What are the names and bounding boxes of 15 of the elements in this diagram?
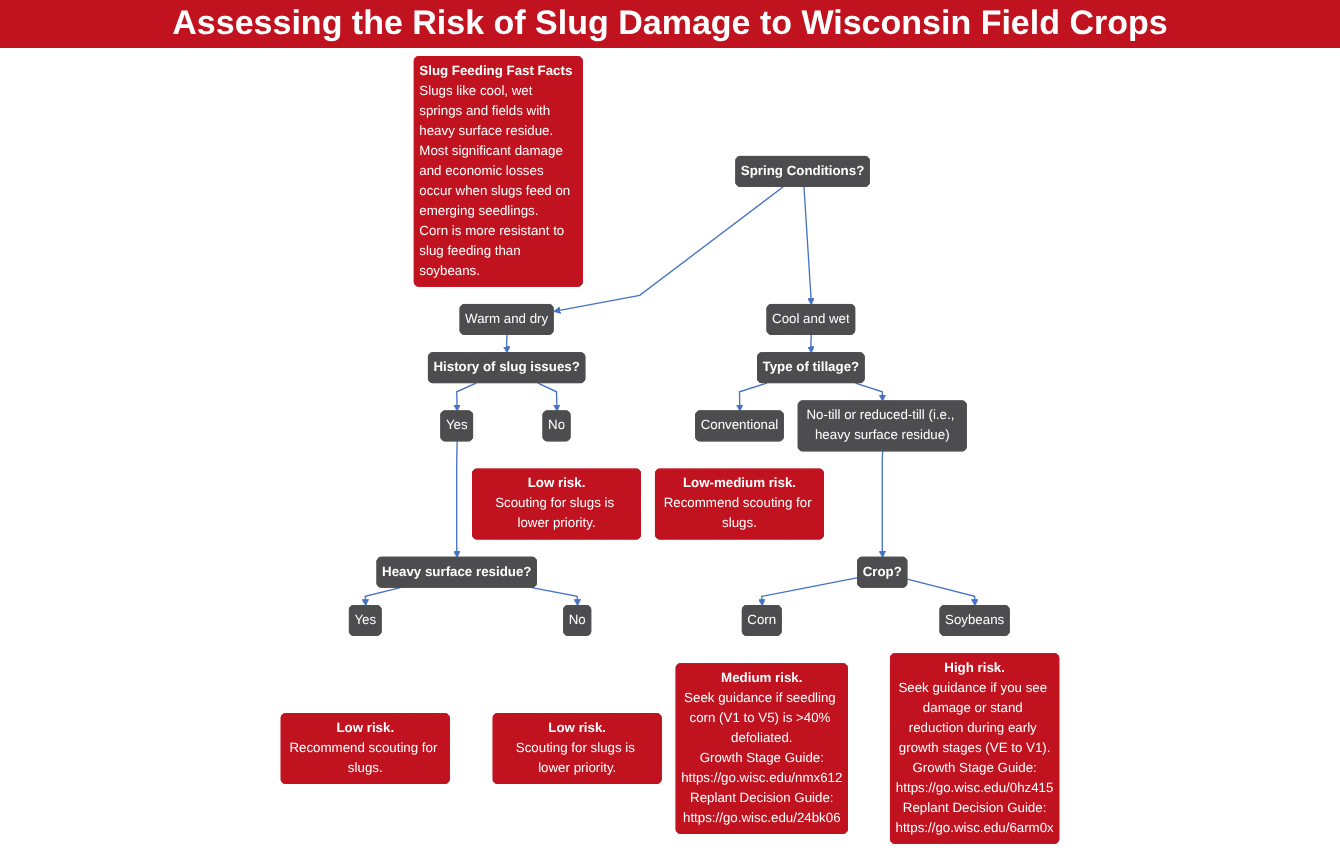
arrow	[758, 576, 859, 607]
arrow	[531, 586, 581, 607]
arrow	[736, 382, 768, 412]
title-banner: Assessing the Risk of Slug Damage to Wisconsin Field Crops	[0, 0, 1340, 48]
arrow	[453, 440, 461, 559]
arrow	[453, 382, 477, 412]
arrow	[361, 586, 402, 607]
arrow	[854, 382, 887, 402]
arrow	[537, 382, 561, 412]
arrow	[503, 334, 511, 354]
arrow	[803, 186, 815, 306]
arrow	[906, 578, 979, 607]
arrow	[553, 186, 784, 314]
arrow	[878, 450, 887, 559]
arrow	[807, 334, 815, 354]
